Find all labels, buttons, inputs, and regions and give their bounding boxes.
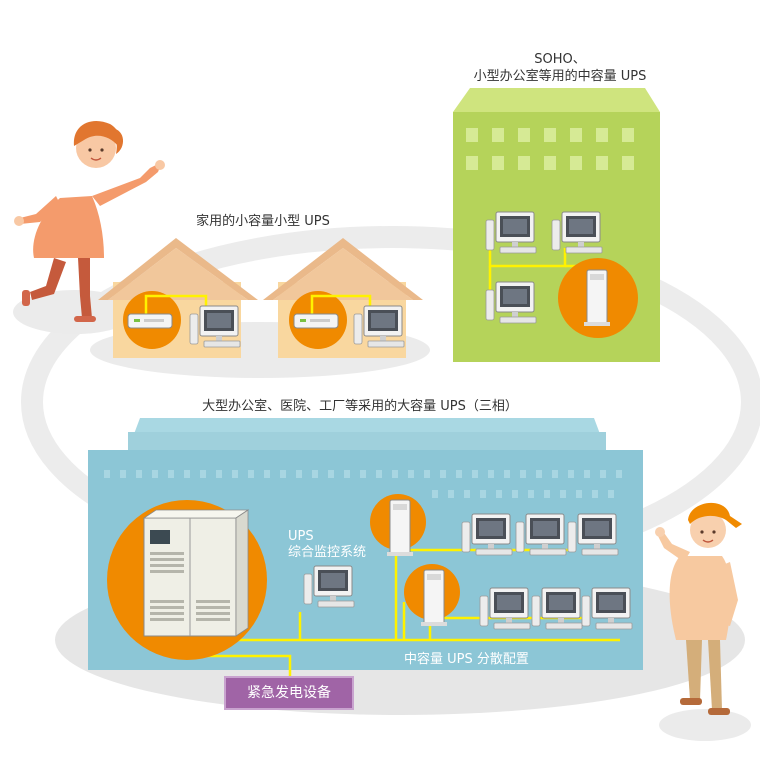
small-ups-icon: [293, 313, 339, 329]
woman-shadow: [13, 290, 137, 334]
large-ups-label: 大型办公室、医院、工厂等采用的大容量 UPS（三相）: [202, 399, 518, 414]
tower-ups-icon: [583, 269, 611, 327]
small-ups-icon: [127, 313, 173, 329]
worker-cap-icon: [655, 502, 742, 715]
large-office-building: [88, 418, 643, 676]
monitor-label-line1: UPS: [288, 529, 314, 544]
soho-label-line1: SOHO、: [534, 52, 586, 67]
house-right: [263, 238, 423, 358]
woman-pointing-icon: [14, 120, 165, 322]
house-left: [98, 238, 258, 358]
home-ups-label: 家用的小容量小型 UPS: [196, 214, 330, 229]
soho-building: [453, 88, 660, 362]
emergency-generator-box: 紧急发电设备: [224, 676, 354, 710]
soho-label-line2: 小型办公室等用的中容量 UPS: [473, 69, 647, 84]
large-ups-cabinet-icon: [142, 509, 250, 637]
monitor-label-line2: 综合监控系统: [288, 545, 367, 560]
worker-shadow: [659, 709, 751, 741]
tower-ups-icon: [420, 569, 448, 627]
tower-ups-icon: [386, 499, 414, 557]
distributed-ups-label: 中容量 UPS 分散配置: [404, 652, 529, 667]
